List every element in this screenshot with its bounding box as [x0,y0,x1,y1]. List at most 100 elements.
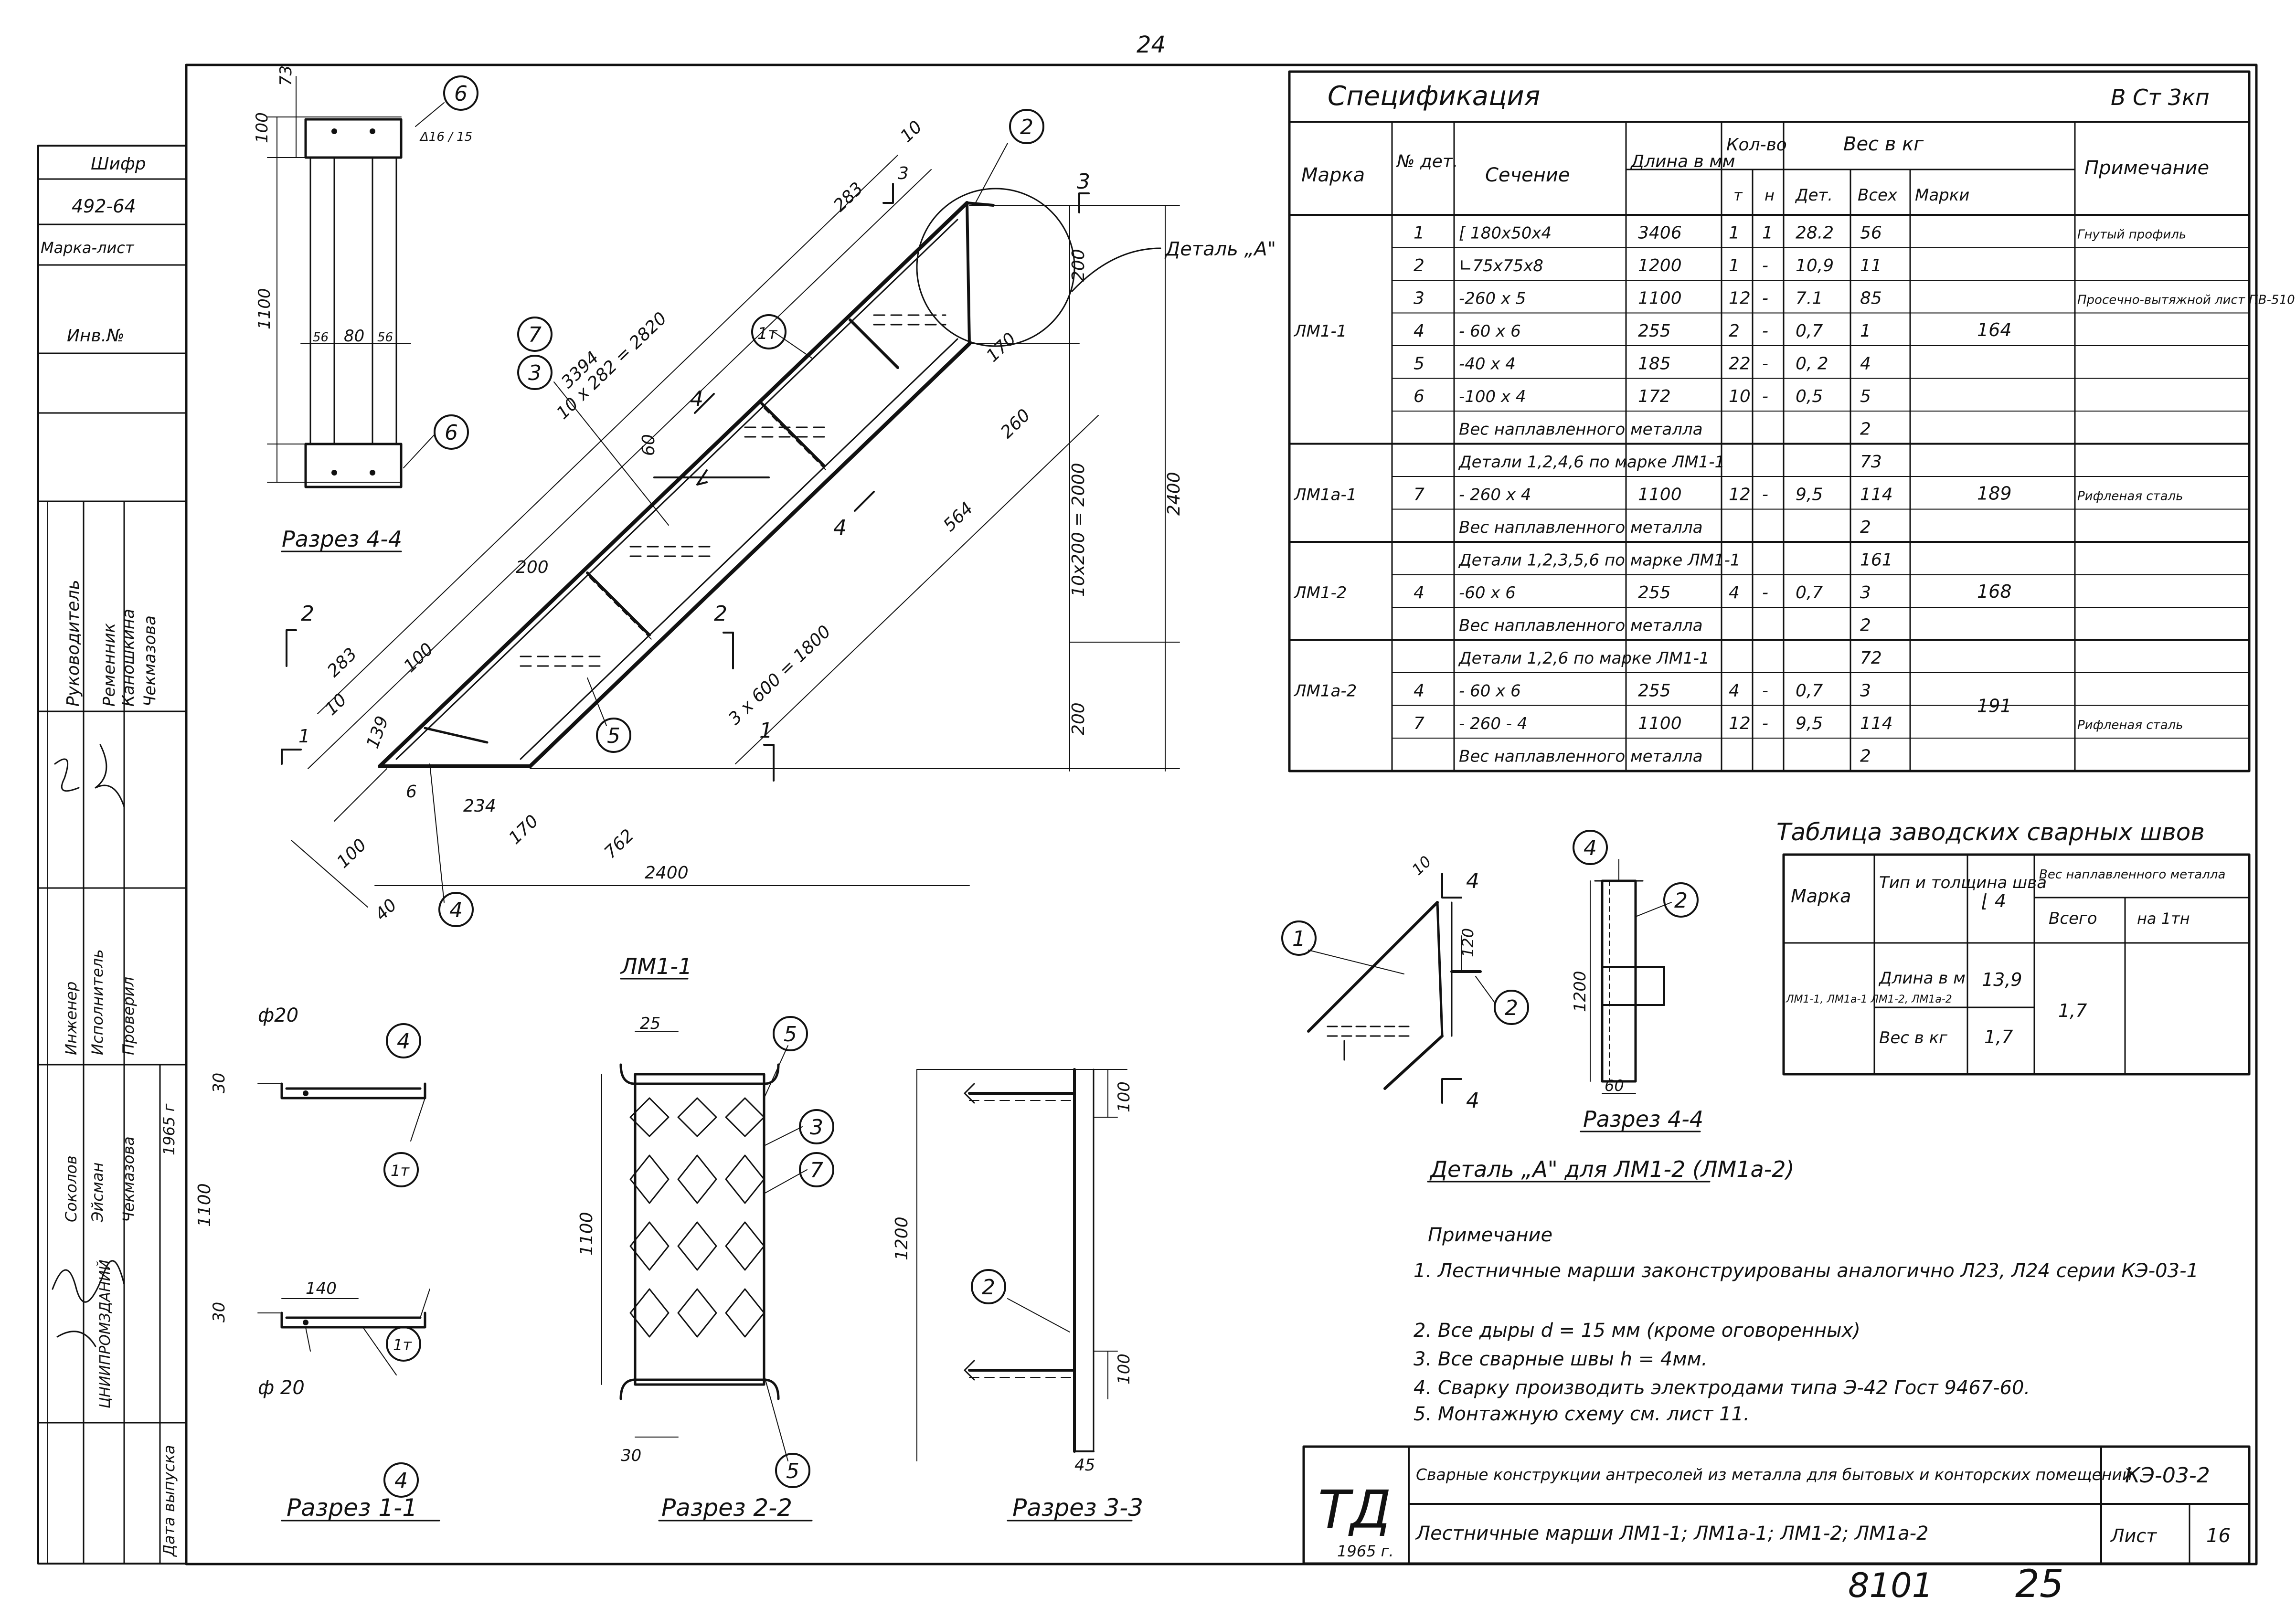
marker-sec2-right: 2 [714,602,727,626]
spec-cell-length: 3406 [1638,223,1682,243]
title-block: ТД 1965 г. Сварные конструкции антресоле… [1302,1445,2251,1565]
dim-100c: 100 [1115,1081,1134,1112]
spec-cell-t: 1 [1729,223,1740,243]
dim-283b: 283 [324,644,361,681]
dim-170b: 170 [505,811,542,848]
spec-cell-w_all: 2 [1860,518,1871,537]
signature-1 [54,744,125,808]
welds-h-mark: Марка [1791,886,1851,907]
phi20-b: ф 20 [258,1377,305,1399]
marker-sec4-a: 4 [690,387,703,411]
stamp-role-1: Руководитель [64,580,83,707]
spec-cell-w_all: 2 [1860,419,1871,439]
stamp-dept: ЦНИИПРОМЗДАНИЙ [96,1259,114,1408]
marker-1t-s11b: 1т [393,1336,412,1354]
spec-cell-w_all: 3 [1860,681,1871,700]
spec-cell-det: 4 [1414,681,1424,700]
dim-1200b: 1200 [1571,971,1590,1012]
section-44-top-view: 100 73 1100 56 80 56 Δ16 / 15 6 6 Разрез… [253,65,478,552]
section-22-label: Разрез 2-2 [661,1494,792,1522]
stair-flight-view: Деталь „А" 3394 10 x 282 = 2820 [281,109,1276,927]
section-11-label: Разрез 1-1 [287,1494,417,1522]
title-year: 1965 г. [1337,1542,1394,1560]
spec-cell-mark: ЛМ1-1 [1293,322,1347,341]
spec-mark-weight: 191 [1977,696,2012,717]
spec-cell-t: 12 [1729,714,1751,733]
notes-title: Примечание [1428,1224,1552,1246]
spec-cell-w_all: 114 [1860,714,1893,733]
spec-cell-t: 12 [1729,288,1751,308]
spec-cell-n: - [1762,485,1768,504]
dim-100d: 100 [1115,1354,1134,1385]
dim-260: 260 [997,405,1034,442]
marker-2-s33: 2 [982,1275,995,1300]
welds-len-label: Длина в м [1878,969,1966,988]
spec-cell-w_all: 114 [1860,485,1893,504]
lm11-label: ЛМ1-1 [620,953,692,979]
spec-cell-t: 1 [1729,256,1740,275]
notes-block: Примечание 1. Лестничные марши законстру… [1414,1224,2199,1425]
section-33-label: Разрез 3-3 [1012,1494,1143,1522]
spec-cell-w_det: 0, 2 [1796,354,1828,373]
spec-h-w-all: Всех [1858,186,1898,205]
spec-cell-det: 4 [1414,321,1424,341]
spec-cell-n: 1 [1762,223,1773,243]
dim-762: 762 [601,825,638,862]
marker-7: 7 [528,323,542,347]
spec-cell-w_det: 28.2 [1796,223,1834,243]
dim-30a: 30 [210,1073,229,1093]
spec-steel: В Ст 3кп [2111,85,2210,110]
dim-73: 73 [276,65,296,86]
dim-10c: 10 [1408,852,1435,879]
dim-6: 6 [406,782,417,802]
sheet-mark-left: 8101 [1848,1566,1933,1605]
section-11-view: ф20 ф 20 30 140 30 1100 4 1т 1т 4 Разрез… [195,1005,440,1522]
dim-25: 25 [640,1014,660,1033]
spec-cell-section: Вес наплавленного металла [1459,420,1703,439]
marker-sec1-left: 1 [298,726,310,747]
spec-cell-t: 4 [1729,681,1740,700]
spec-cell-det: 7 [1414,485,1424,504]
dim-234: 234 [463,796,496,816]
stamp-date: 1965 г [160,1103,178,1155]
dim-139: 139 [363,713,393,751]
dim-140: 140 [306,1279,337,1298]
spec-cell-length: 1100 [1638,485,1682,504]
stamp-role-2: Инженер [62,982,80,1055]
title-sheet-label: Лист [2110,1525,2158,1546]
dim-10a: 10 [897,117,926,146]
spec-cell-note: Рифленая сталь [2077,718,2183,732]
spec-cell-note: Просечно-вытяжной лист ПВ-510 [2077,293,2295,307]
spec-cell-w_all: 73 [1860,452,1882,472]
dim-2400h: 2400 [645,863,689,883]
marker-4a-detail: 4 [1466,869,1479,893]
welds-h-k: ⌊ 4 [1982,890,2006,911]
spec-cell-n: - [1762,714,1768,733]
stamp-role-4: Проверил [119,977,138,1055]
spec-cell-det: 3 [1414,288,1424,308]
marker-sec3-b: 3 [1077,169,1090,194]
spec-cell-section: -60 x 6 [1459,583,1516,603]
title-logo: ТД [1318,1479,1391,1540]
spec-cell-mark: ЛМ1-2 [1293,583,1347,603]
spec-cell-length: 1100 [1638,714,1682,733]
stamp-name-3: Чекмазова [140,615,159,707]
title-sheet: 16 [2206,1525,2231,1547]
marker-1t: 1т [757,324,778,343]
spec-cell-n: - [1762,288,1768,308]
marker-1t-s11: 1т [391,1162,410,1180]
stamp-name-2: Каношкина [119,609,138,707]
dim-200b: 200 [516,558,549,577]
signature-2 [52,1260,125,1347]
spec-cell-length: 172 [1638,387,1671,406]
title-code: КЭ-03-2 [2125,1463,2210,1488]
spec-mark-weight: 168 [1977,581,2012,602]
spec-cell-det: 7 [1414,714,1424,733]
spec-cell-section: - 260 x 4 [1459,485,1531,504]
spec-cell-n: - [1762,681,1768,700]
stamp-name-5: Эйсман [88,1163,106,1223]
title-line2: Лестничные марши ЛМ1-1; ЛМ1а-1; ЛМ1-2; Л… [1415,1523,1929,1544]
dim-200a: 200 [1069,249,1088,282]
marker-5: 5 [607,724,620,748]
